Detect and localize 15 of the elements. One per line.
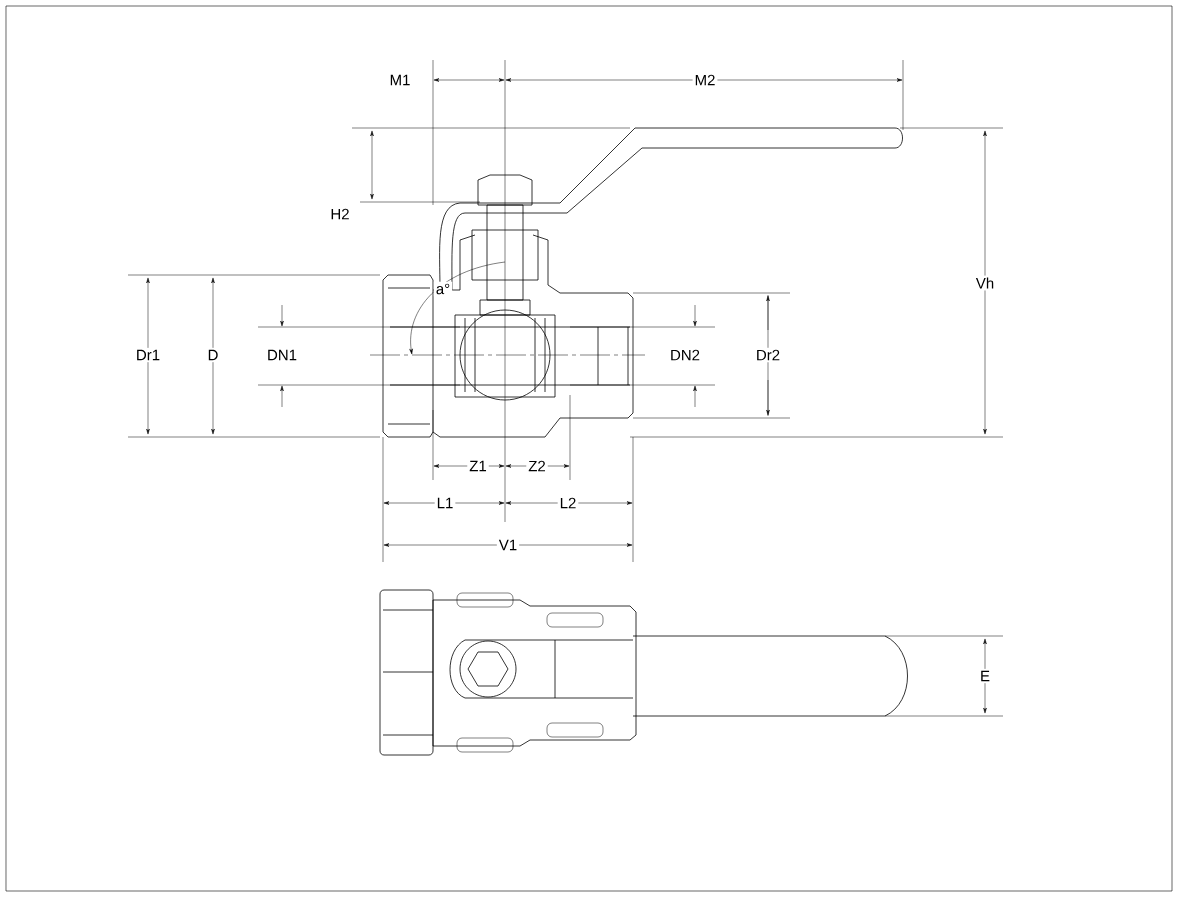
dimension-label: D [205,347,221,363]
dimension-label: DN2 [668,347,702,363]
dimension-label: Vh [973,275,997,291]
dimension-label: H2 [328,206,352,222]
dimension-label: E [978,668,992,684]
dimension-label: M1 [387,72,413,88]
dimension-label: V1 [496,537,520,553]
dimension-label: L1 [434,495,456,511]
dimension-label: L2 [557,495,579,511]
dimension-label: M2 [692,72,718,88]
dimension-label: Z1 [467,458,489,474]
dimension-label: Dr2 [753,347,783,363]
dimension-label: Dr1 [133,347,163,363]
dimension-label: Z2 [526,458,548,474]
dimension-label: DN1 [265,347,299,363]
